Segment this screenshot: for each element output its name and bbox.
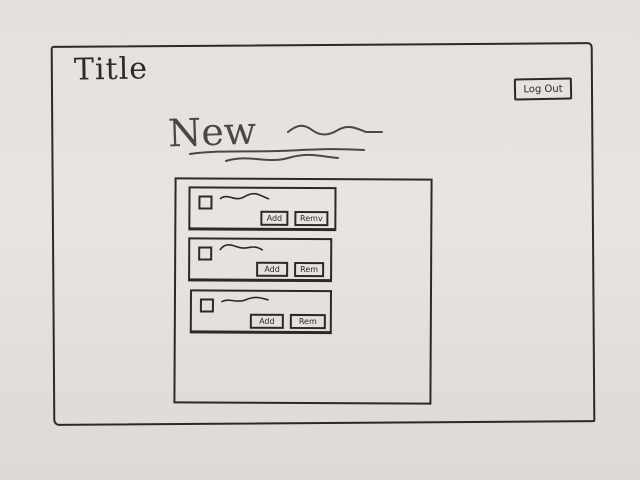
list-item: Add Remv — [188, 186, 337, 232]
list-item: Add Rem — [189, 289, 333, 335]
item-name-scribble — [221, 296, 269, 303]
remove-button[interactable]: Rem — [294, 261, 325, 278]
remove-button[interactable]: Remv — [294, 210, 329, 227]
subtitle-scribble — [189, 148, 365, 162]
app-title: Title — [73, 51, 149, 88]
remove-button[interactable]: Rem — [289, 313, 326, 330]
item-name-scribble — [219, 244, 264, 251]
add-button[interactable]: Add — [256, 261, 289, 277]
title-scribble — [287, 124, 383, 136]
item-checkbox[interactable] — [198, 195, 213, 210]
item-name-scribble — [219, 192, 270, 200]
add-button[interactable]: Add — [249, 313, 284, 329]
logout-button[interactable]: Log Out — [513, 77, 573, 101]
item-list-panel: Add Remv Add Rem Add Rem — [173, 177, 433, 405]
item-checkbox[interactable] — [199, 298, 214, 313]
item-checkbox[interactable] — [198, 246, 213, 261]
list-item: Add Rem — [188, 237, 333, 283]
add-button[interactable]: Add — [260, 210, 289, 226]
